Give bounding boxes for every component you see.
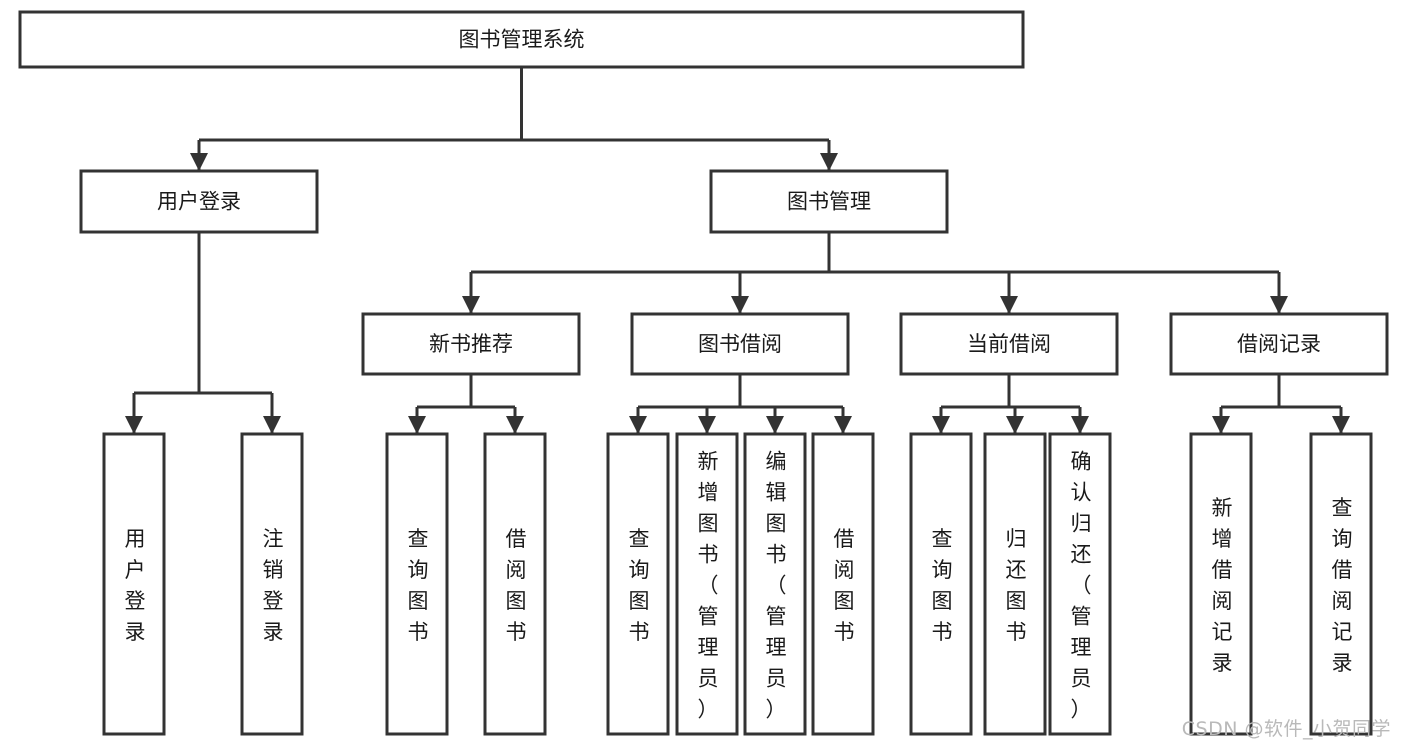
node-label-leaf-user-logout: 注销登录 xyxy=(263,527,284,644)
node-box-new-book-recommend xyxy=(361,312,581,376)
arrowhead-icon xyxy=(263,416,281,434)
node-user-login[interactable]: 用户登录 xyxy=(79,169,319,234)
node-box-leaf-borrow-book-1 xyxy=(483,432,547,736)
node-box-leaf-borrow-book-2 xyxy=(811,432,875,736)
node-box-leaf-query-book-3 xyxy=(909,432,973,736)
node-label-leaf-query-borrow-record: 查询借阅记录 xyxy=(1332,496,1353,675)
node-borrow-record[interactable]: 借阅记录 xyxy=(1169,312,1389,376)
node-label-leaf-query-book-2: 查询图书 xyxy=(629,527,650,644)
node-box-leaf-edit-book-admin xyxy=(743,432,807,736)
node-box-leaf-add-book-admin xyxy=(675,432,739,736)
arrowhead-icon xyxy=(408,416,426,434)
arrowhead-icon xyxy=(190,153,208,171)
node-book-borrow[interactable]: 图书借阅 xyxy=(630,312,850,376)
node-leaf-query-book-1[interactable]: 查询图书 xyxy=(385,432,449,736)
node-label-book-manage: 图书管理 xyxy=(787,190,871,214)
node-label-leaf-query-book-3: 查询图书 xyxy=(932,527,953,644)
node-leaf-query-book-2[interactable]: 查询图书 xyxy=(606,432,670,736)
node-leaf-add-borrow-record[interactable]: 新增借阅记录 xyxy=(1189,432,1253,736)
node-box-leaf-user-login xyxy=(102,432,166,736)
arrowhead-icon xyxy=(629,416,647,434)
node-leaf-query-borrow-record[interactable]: 查询借阅记录 xyxy=(1309,432,1373,736)
arrowhead-icon xyxy=(698,416,716,434)
node-box-book-borrow xyxy=(630,312,850,376)
node-label-leaf-add-book-admin: 新增图书（管理员） xyxy=(698,450,719,722)
node-box-user-login xyxy=(79,169,319,234)
arrowhead-icon xyxy=(1212,416,1230,434)
node-box-leaf-query-borrow-record xyxy=(1309,432,1373,736)
arrowhead-icon xyxy=(731,296,749,314)
node-label-leaf-user-login: 用户登录 xyxy=(125,527,146,644)
arrowhead-icon xyxy=(1000,296,1018,314)
node-leaf-return-book[interactable]: 归还图书 xyxy=(983,432,1047,736)
node-box-leaf-user-logout xyxy=(240,432,304,736)
node-box-leaf-query-book-1 xyxy=(385,432,449,736)
node-label-book-borrow: 图书借阅 xyxy=(698,332,782,356)
arrowhead-icon xyxy=(506,416,524,434)
arrowhead-icon xyxy=(1270,296,1288,314)
node-leaf-borrow-book-2[interactable]: 借阅图书 xyxy=(811,432,875,736)
node-label-leaf-borrow-book-2: 借阅图书 xyxy=(834,527,855,644)
arrowhead-icon xyxy=(932,416,950,434)
arrowhead-icon xyxy=(834,416,852,434)
node-label-root: 图书管理系统 xyxy=(459,28,585,52)
node-box-book-manage xyxy=(709,169,949,234)
node-box-current-borrow xyxy=(899,312,1119,376)
node-box-leaf-add-borrow-record xyxy=(1189,432,1253,736)
node-leaf-query-book-3[interactable]: 查询图书 xyxy=(909,432,973,736)
arrowhead-icon xyxy=(1332,416,1350,434)
node-label-user-login: 用户登录 xyxy=(157,190,241,214)
node-new-book-recommend[interactable]: 新书推荐 xyxy=(361,312,581,376)
node-label-leaf-add-borrow-record: 新增借阅记录 xyxy=(1212,496,1233,675)
node-label-leaf-confirm-return-admin: 确认归还（管理员） xyxy=(1071,450,1092,722)
arrowhead-icon xyxy=(125,416,143,434)
node-box-borrow-record xyxy=(1169,312,1389,376)
node-label-leaf-edit-book-admin: 编辑图书（管理员） xyxy=(766,450,787,722)
node-book-manage[interactable]: 图书管理 xyxy=(709,169,949,234)
arrowhead-icon xyxy=(462,296,480,314)
node-box-leaf-return-book xyxy=(983,432,1047,736)
node-label-new-book-recommend: 新书推荐 xyxy=(429,332,513,356)
arrowhead-icon xyxy=(820,153,838,171)
arrowhead-icon xyxy=(1071,416,1089,434)
arrowhead-icon xyxy=(766,416,784,434)
node-leaf-confirm-return-admin[interactable]: 确认归还（管理员） xyxy=(1048,432,1112,736)
node-label-leaf-query-book-1: 查询图书 xyxy=(408,527,429,644)
arrowhead-icon xyxy=(1006,416,1024,434)
node-leaf-user-logout[interactable]: 注销登录 xyxy=(240,432,304,736)
node-label-current-borrow: 当前借阅 xyxy=(967,332,1051,356)
node-box-leaf-query-book-2 xyxy=(606,432,670,736)
node-root[interactable]: 图书管理系统 xyxy=(18,10,1025,69)
edges-layer xyxy=(125,67,1350,434)
node-leaf-add-book-admin[interactable]: 新增图书（管理员） xyxy=(675,432,739,736)
node-label-leaf-borrow-book-1: 借阅图书 xyxy=(506,527,527,644)
node-leaf-borrow-book-1[interactable]: 借阅图书 xyxy=(483,432,547,736)
node-box-leaf-confirm-return-admin xyxy=(1048,432,1112,736)
node-leaf-edit-book-admin[interactable]: 编辑图书（管理员） xyxy=(743,432,807,736)
nodes-layer: 图书管理系统用户登录图书管理新书推荐图书借阅当前借阅借阅记录用户登录注销登录查询… xyxy=(18,10,1389,736)
node-leaf-user-login[interactable]: 用户登录 xyxy=(102,432,166,736)
node-box-root xyxy=(18,10,1025,69)
node-label-leaf-return-book: 归还图书 xyxy=(1006,527,1027,644)
node-current-borrow[interactable]: 当前借阅 xyxy=(899,312,1119,376)
node-label-borrow-record: 借阅记录 xyxy=(1237,332,1321,356)
